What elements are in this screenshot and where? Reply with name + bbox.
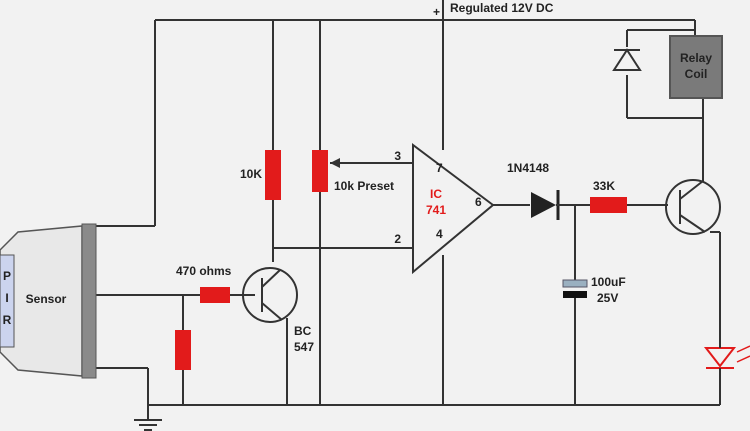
sensor-connector (81, 223, 97, 379)
led-ray-2 (736, 355, 750, 363)
pulldown-resistor (175, 330, 191, 370)
pin6-label: 6 (475, 195, 482, 209)
resistor-470 (200, 287, 230, 303)
preset-arrow-icon (330, 158, 340, 168)
output-transistor-collector-leg (679, 180, 704, 200)
pir-window (0, 254, 15, 348)
preset-resistor (312, 150, 328, 192)
diode-1n4148-icon (531, 192, 556, 218)
bc547-label-line2: 547 (294, 340, 314, 354)
bc547-emitter-leg (261, 302, 283, 321)
pin4-label: 4 (436, 227, 443, 241)
bc547-label-line1: BC (294, 324, 312, 338)
relay-coil-box (669, 35, 723, 99)
resistor-10k-label: 10K (240, 167, 262, 181)
led-ray-1 (736, 345, 750, 353)
pin3-label: 3 (394, 149, 401, 163)
output-transistor-circle (665, 179, 721, 235)
relay-label-line2: Coil (685, 67, 708, 81)
bc547-circle (242, 267, 298, 323)
pin2-label: 2 (394, 232, 401, 246)
relay-label-line1: Relay (680, 51, 712, 65)
led-icon (703, 347, 737, 368)
pir-letter-p: P (3, 269, 11, 283)
resistor-470-label: 470 ohms (176, 264, 232, 278)
resistor-33k (590, 197, 627, 213)
opamp-ic741 (412, 143, 495, 275)
pin7-label: 7 (436, 161, 443, 175)
capacitor-plate-negative (563, 291, 587, 298)
output-transistor-emitter-leg (679, 214, 706, 233)
pir-letter-i: I (5, 291, 8, 305)
pir-letter-r: R (3, 313, 12, 327)
resistor-33k-label: 33K (593, 179, 615, 193)
supply-label: Regulated 12V DC (450, 1, 554, 15)
capacitor-value-label: 100uF (591, 275, 626, 289)
diode-label: 1N4148 (507, 161, 549, 175)
bc547-collector-leg (261, 269, 281, 288)
ground-icon (134, 419, 162, 431)
preset-label: 10k Preset (334, 179, 394, 193)
ic-label-line2: 741 (426, 203, 446, 217)
capacitor-plate-positive (562, 279, 588, 288)
resistor-10k (265, 150, 281, 200)
freewheel-diode-icon (612, 48, 642, 71)
capacitor-voltage-label: 25V (597, 291, 618, 305)
ic-label-line1: IC (430, 187, 442, 201)
plus-sign: + (433, 5, 440, 19)
sensor-label: Sensor (26, 292, 67, 306)
